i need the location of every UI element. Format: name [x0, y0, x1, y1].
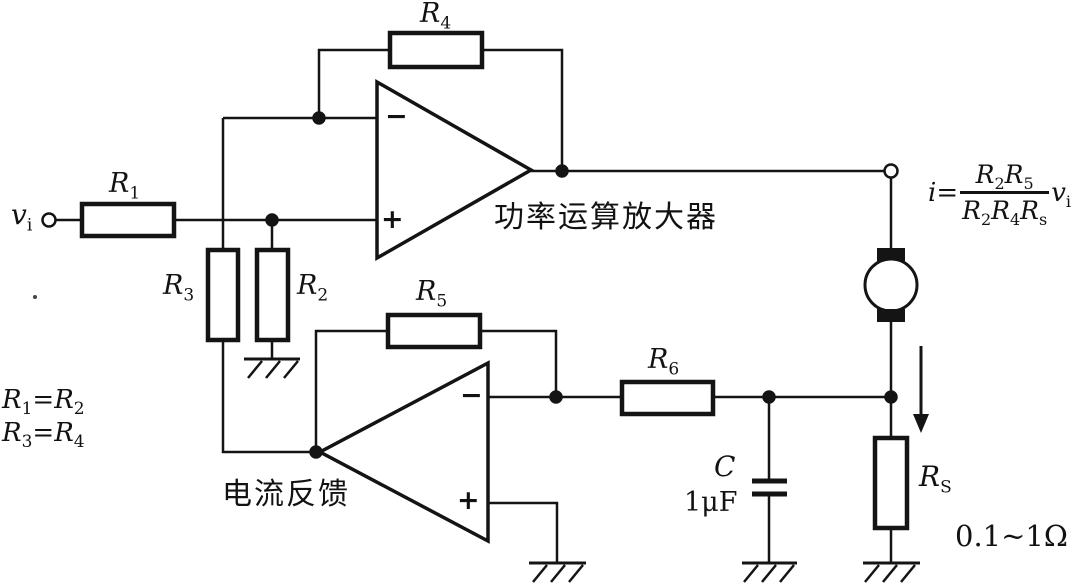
r1-label: R1 [109, 168, 141, 204]
r2-label: R2 [297, 270, 329, 306]
ground-symbol-opamp2 [529, 561, 586, 583]
wire-r5-right [480, 329, 558, 397]
r4-label: R4 [420, 0, 452, 34]
wire-current-feedback [221, 340, 316, 454]
rs-label: RS [919, 460, 952, 498]
resistor-r6-body [619, 379, 716, 417]
resistor-r5-body [385, 312, 483, 350]
opamp2-name-label: 电流反馈 [222, 477, 350, 512]
output-terminal [883, 163, 899, 179]
ground-symbol-rs [863, 561, 920, 583]
motor-symbol [863, 178, 919, 397]
wire-r4-left [317, 48, 390, 118]
resistor-r2-body [254, 247, 291, 343]
input-voltage-label: vi [11, 198, 33, 236]
formula-lhs: i= [928, 177, 959, 208]
opamp2-plus-sign: + [457, 485, 480, 516]
formula-fraction: R2R5 R2R4Rs [960, 160, 1050, 228]
opamp2-minus-sign: − [460, 380, 483, 411]
input-terminal [41, 212, 82, 228]
r6-label: R6 [648, 344, 680, 380]
output-current-formula: i= R2R5 R2R4Rs vi [928, 160, 1072, 228]
ground-symbol-capacitor [742, 561, 797, 583]
capacitor-name-label: C [714, 450, 736, 483]
equality-row: R3=R4 [2, 418, 85, 453]
resistor-equalities: R1=R2 R3=R4 [2, 384, 85, 453]
capacitor-symbol [752, 397, 787, 562]
resistor-r1-body [79, 201, 177, 239]
opamp1-plus-sign: + [381, 204, 404, 235]
r5-label: R5 [416, 276, 448, 312]
opamp1-name-label: 功率运算放大器 [494, 200, 718, 235]
wire-plus2-input [488, 501, 559, 562]
wire-r5-left [314, 329, 388, 452]
resistor-rs-body [872, 435, 910, 531]
ground-symbol-r2 [244, 357, 300, 379]
wire-r4-right [482, 48, 564, 171]
current-arrow [913, 346, 929, 433]
equality-row: R1=R2 [2, 385, 85, 420]
rs-range-label: 0.1~1Ω [955, 519, 1068, 553]
stray-mark [33, 295, 37, 299]
opamp2-triangle [316, 360, 490, 544]
resistor-r4-body [387, 30, 485, 70]
opamp1-triangle [375, 78, 535, 262]
formula-denominator: R2R4Rs [960, 191, 1050, 228]
opamp1-minus-sign: − [385, 101, 408, 132]
resistor-r3-body [205, 247, 241, 343]
formula-numerator: R2R5 [975, 160, 1034, 193]
formula-rhs: vi [1051, 177, 1072, 211]
capacitor-value-label: 1μF [684, 487, 738, 518]
r3-label: R3 [163, 270, 195, 306]
